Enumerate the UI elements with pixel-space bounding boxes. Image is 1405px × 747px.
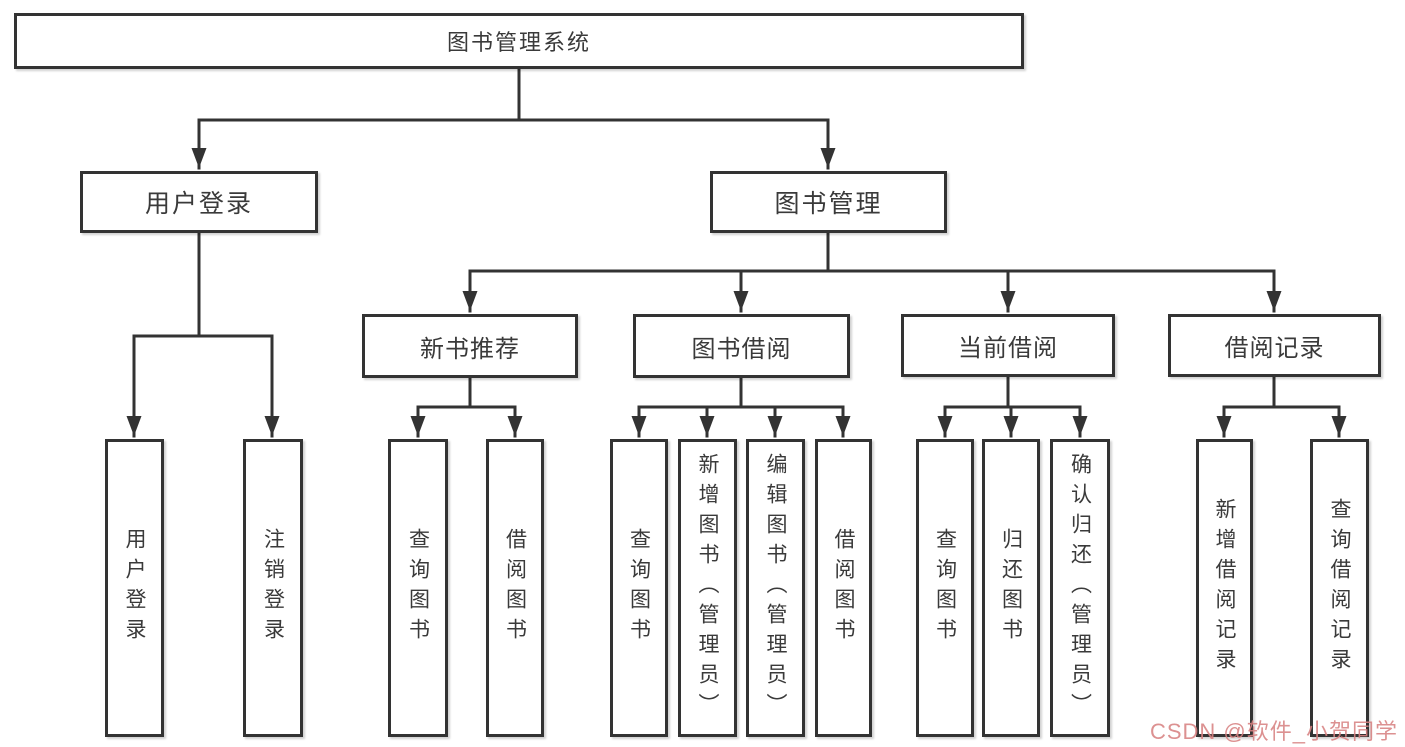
node-book-borrowing: 图书借阅: [633, 314, 850, 378]
node-borrowing-records: 借阅记录: [1168, 314, 1381, 377]
leaf-query-borrow-record: 查询借阅记录: [1310, 439, 1369, 737]
leaf-return-books: 归还图书: [982, 439, 1040, 737]
node-current-borrowing: 当前借阅: [901, 314, 1115, 377]
leaf-logout: 注销登录: [243, 439, 303, 737]
leaf-query-books-borrowing: 查询图书: [610, 439, 668, 737]
node-library-system: 图书管理系统: [14, 13, 1024, 69]
leaf-add-borrow-record: 新增借阅记录: [1196, 439, 1253, 737]
leaf-borrow-books-recommend: 借阅图书: [486, 439, 544, 737]
leaf-query-books-recommend: 查询图书: [388, 439, 448, 737]
node-user-login: 用户登录: [80, 171, 318, 233]
leaf-user-login: 用户登录: [105, 439, 164, 737]
leaf-edit-books-admin: 编辑图书（管理员）: [746, 439, 805, 737]
node-book-management: 图书管理: [710, 171, 947, 233]
csdn-watermark: CSDN @软件_小贺同学: [1149, 719, 1398, 744]
leaf-borrow-books-borrowing: 借阅图书: [815, 439, 872, 737]
leaf-confirm-return-admin: 确认归还（管理员）: [1050, 439, 1110, 737]
leaf-query-books-current: 查询图书: [916, 439, 974, 737]
node-new-book-recommendation: 新书推荐: [362, 314, 578, 378]
leaf-add-books-admin: 新增图书（管理员）: [678, 439, 737, 737]
